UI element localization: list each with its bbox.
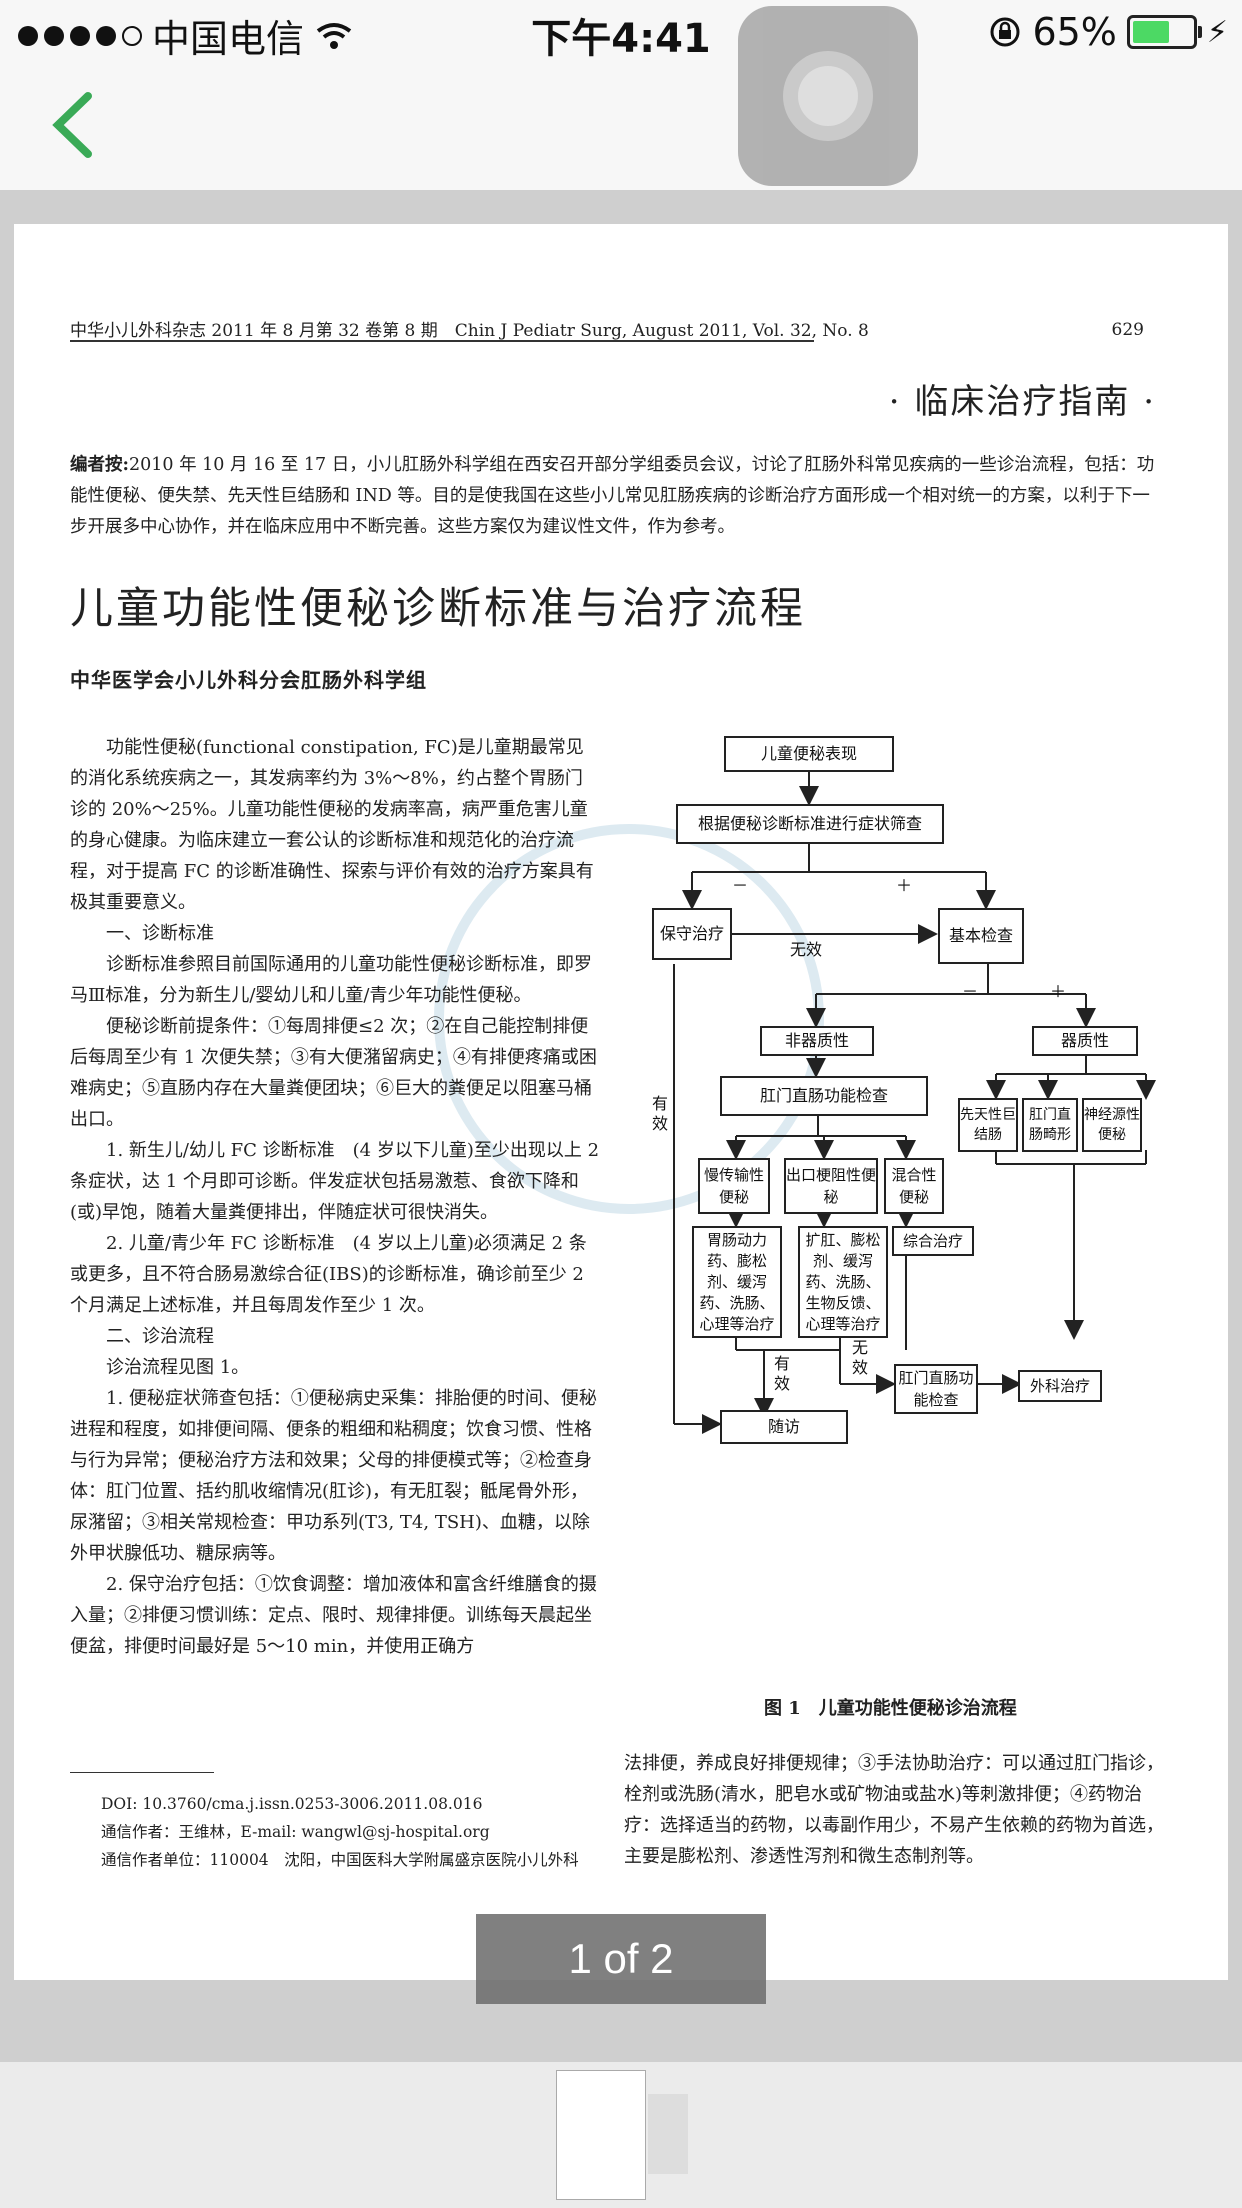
flow-node-anorectal-malformation: 肛门直肠畸形 <box>1022 1098 1078 1152</box>
left-column: 功能性便秘(functional constipation, FC)是儿童期最常… <box>70 732 600 1662</box>
flow-node-basic-exam: 基本检查 <box>938 908 1024 964</box>
flowchart-connectors <box>673 770 1156 1434</box>
paragraph: 2. 儿童/青少年 FC 诊断标准 (4 岁以上儿童)必须满足 2 条或更多，且… <box>70 1233 587 1316</box>
footnote: 通信作者单位：110004 沈阳，中国医科大学附属盛京医院小儿外科 <box>101 1851 579 1869</box>
figure-caption: 图 1 儿童功能性便秘诊治流程 <box>764 1698 1017 1719</box>
paragraph: 二、诊治流程 <box>106 1326 214 1347</box>
paragraph: 1. 便秘症状筛查包括：①便秘病史采集：排胎便的时间、便秘进程和程度，如排便间隔… <box>70 1388 597 1564</box>
footnote: 通信作者：王维林，E-mail: wangwl@sj-hospital.org <box>101 1823 490 1841</box>
flow-node-treatment-a: 胃肠动力药、膨松剂、缓泻药、洗肠、心理等治疗 <box>692 1226 782 1338</box>
flow-node-anorectal-exam-2: 肛门直肠功能检查 <box>894 1364 978 1414</box>
flow-node-conservative: 保守治疗 <box>652 908 732 960</box>
paragraph: 一、诊断标准 <box>106 923 214 944</box>
flow-node-anorectal-exam: 肛门直肠功能检查 <box>720 1076 928 1116</box>
flow-node-screening: 根据便秘诊断标准进行症状筛查 <box>676 804 944 844</box>
wifi-icon <box>316 22 352 49</box>
back-button[interactable] <box>48 90 98 160</box>
paragraph: 诊断标准参照目前国际通用的儿童功能性便秘诊断标准，即罗马Ⅲ标准，分为新生儿/婴幼… <box>70 954 592 1006</box>
page-thumbnail-2[interactable] <box>648 2094 688 2174</box>
assistive-touch-button[interactable] <box>738 6 918 186</box>
flow-node-followup: 随访 <box>720 1410 848 1444</box>
rotation-lock-icon <box>990 17 1020 47</box>
label-invalid: 无效 <box>852 1338 869 1377</box>
flow-node-surgery: 外科治疗 <box>1018 1370 1102 1402</box>
footnotes: DOI: 10.3760/cma.j.issn.0253-3006.2011.0… <box>70 1790 590 1874</box>
article-author: 中华医学会小儿外科分会肛肠外科学组 <box>70 668 427 692</box>
label-effective: 有效 <box>774 1354 791 1393</box>
editor-note-text: 2010 年 10 月 16 至 17 日，小儿肛肠外科学组在西安召开部分学组委… <box>70 455 1155 537</box>
paragraph: 法排便，养成良好排便规律；③手法协助治疗：可以通过肛门指诊，栓剂或洗肠(清水，肥… <box>624 1753 1164 1867</box>
flow-node-comprehensive: 综合治疗 <box>892 1226 974 1256</box>
carrier-area: 中国电信 <box>18 8 354 63</box>
signal-icon <box>18 25 142 46</box>
flow-node-constipation: 儿童便秘表现 <box>724 736 894 772</box>
section-title: · 临床治疗指南 · <box>888 382 1156 422</box>
flow-node-mixed: 混合性便秘 <box>884 1158 944 1214</box>
charging-icon: ⚡ <box>1206 14 1228 50</box>
document-page[interactable]: 中华小儿外科杂志 2011 年 8 月第 32 卷第 8 期 Chin J Pe… <box>14 224 1228 1980</box>
label-effective: 有效 <box>652 1094 669 1133</box>
page-number: 629 <box>1111 320 1144 340</box>
flow-node-hirschsprung: 先天性巨结肠 <box>958 1098 1018 1152</box>
paragraph: 功能性便秘(functional constipation, FC)是儿童期最常… <box>70 737 594 913</box>
paragraph: 诊治流程见图 1。 <box>106 1357 250 1378</box>
label-plus: ＋ <box>896 876 913 895</box>
label-minus: － <box>732 876 749 895</box>
label-minus: － <box>962 982 979 1001</box>
flow-node-treatment-b: 扩肛、膨松剂、缓泻药、洗肠、生物反馈、心理等治疗 <box>798 1226 888 1338</box>
editor-note: 编者按:2010 年 10 月 16 至 17 日，小儿肛肠外科学组在西安召开部… <box>70 450 1160 543</box>
header-divider <box>70 340 814 342</box>
flow-node-nonorganic: 非器质性 <box>760 1026 874 1056</box>
page-indicator: 1 of 2 <box>476 1914 766 2004</box>
chevron-left-icon <box>52 92 92 158</box>
carrier-name: 中国电信 <box>152 17 305 61</box>
journal-header: 中华小儿外科杂志 2011 年 8 月第 32 卷第 8 期 Chin J Pe… <box>70 321 869 341</box>
paragraph: 1. 新生儿/幼儿 FC 诊断标准 (4 岁以下儿童)至少出现以上 2 条症状，… <box>70 1140 600 1223</box>
paragraph: 2. 保守治疗包括：①饮食调整：增加液体和富含纤维膳食的摄入量；②排便习惯训练：… <box>70 1574 597 1657</box>
paragraph: 便秘诊断前提条件：①每周排便≤2 次；②在自己能控制排便后每周至少有 1 次便失… <box>70 1016 597 1130</box>
battery-icon <box>1126 15 1202 49</box>
label-invalid: 无效 <box>790 940 823 959</box>
status-bar: 中国电信 下午4:41 65% ⚡ <box>0 0 1242 190</box>
flow-node-outlet-obstruction: 出口梗阻性便秘 <box>784 1158 878 1214</box>
right-column: 法排便，养成良好排便规律；③手法协助治疗：可以通过肛门指诊，栓剂或洗肠(清水，肥… <box>624 1748 1170 1872</box>
battery-area: 65% ⚡ <box>988 10 1228 54</box>
label-plus: ＋ <box>1050 982 1067 1001</box>
flow-node-slow-transit: 慢传输性便秘 <box>698 1158 770 1214</box>
flow-node-organic: 器质性 <box>1032 1026 1138 1056</box>
footnote: DOI: 10.3760/cma.j.issn.0253-3006.2011.0… <box>101 1795 483 1813</box>
editor-label: 编者按: <box>70 455 129 475</box>
flow-node-neurogenic: 神经源性便秘 <box>1082 1098 1142 1152</box>
battery-percent: 65% <box>1032 10 1117 54</box>
page-thumbnail-1[interactable] <box>556 2070 646 2200</box>
flowchart: 儿童便秘表现 根据便秘诊断标准进行症状筛查 保守治疗 基本检查 非器质性 器质性… <box>614 724 1174 1724</box>
footnote-divider <box>70 1772 214 1773</box>
clock: 下午4:41 <box>531 16 711 62</box>
article-title: 儿童功能性便秘诊断标准与治疗流程 <box>70 584 806 634</box>
